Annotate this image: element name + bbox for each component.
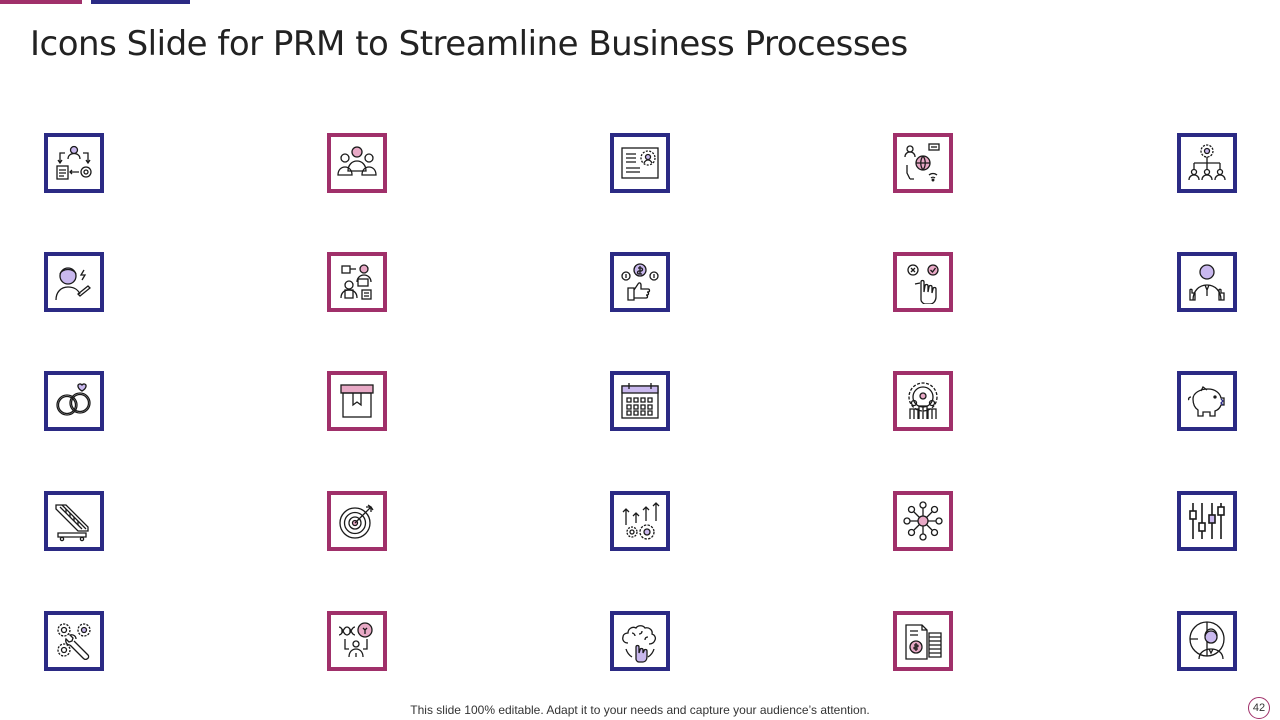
gears-wrench-icon[interactable] (44, 611, 104, 671)
brain-cloud-touch-icon[interactable] (610, 611, 670, 671)
profile-document-gear-icon[interactable] (610, 133, 670, 193)
person-idea-icon[interactable] (44, 252, 104, 312)
package-box-icon[interactable] (327, 371, 387, 431)
footer-note: This slide 100% editable. Adapt it to yo… (410, 703, 870, 717)
org-workflow-icon[interactable] (44, 133, 104, 193)
target-icon[interactable] (327, 491, 387, 551)
escalator-icon[interactable] (44, 491, 104, 551)
user-group-icon[interactable] (327, 133, 387, 193)
calendar-icon[interactable] (610, 371, 670, 431)
global-network-icon[interactable] (893, 133, 953, 193)
page-number: 42 (1248, 697, 1270, 719)
accent-bar-pink (0, 0, 82, 4)
person-headset-icon[interactable] (1177, 611, 1237, 671)
choice-tap-icon[interactable] (893, 252, 953, 312)
wedding-rings-icon[interactable] (44, 371, 104, 431)
growth-gears-icon[interactable] (610, 491, 670, 551)
business-person-icon[interactable] (1177, 252, 1237, 312)
team-gear-hierarchy-icon[interactable] (1177, 133, 1237, 193)
dna-research-icon[interactable] (327, 611, 387, 671)
slide-title: Icons Slide for PRM to Streamline Busine… (30, 24, 908, 64)
team-communication-icon[interactable] (327, 252, 387, 312)
money-thumbs-up-icon[interactable] (610, 252, 670, 312)
team-gear-icon[interactable] (893, 371, 953, 431)
finance-report-icon[interactable] (893, 611, 953, 671)
network-hub-icon[interactable] (893, 491, 953, 551)
piggy-bank-icon[interactable] (1177, 371, 1237, 431)
accent-bar-navy (91, 0, 190, 4)
sliders-settings-icon[interactable] (1177, 491, 1237, 551)
